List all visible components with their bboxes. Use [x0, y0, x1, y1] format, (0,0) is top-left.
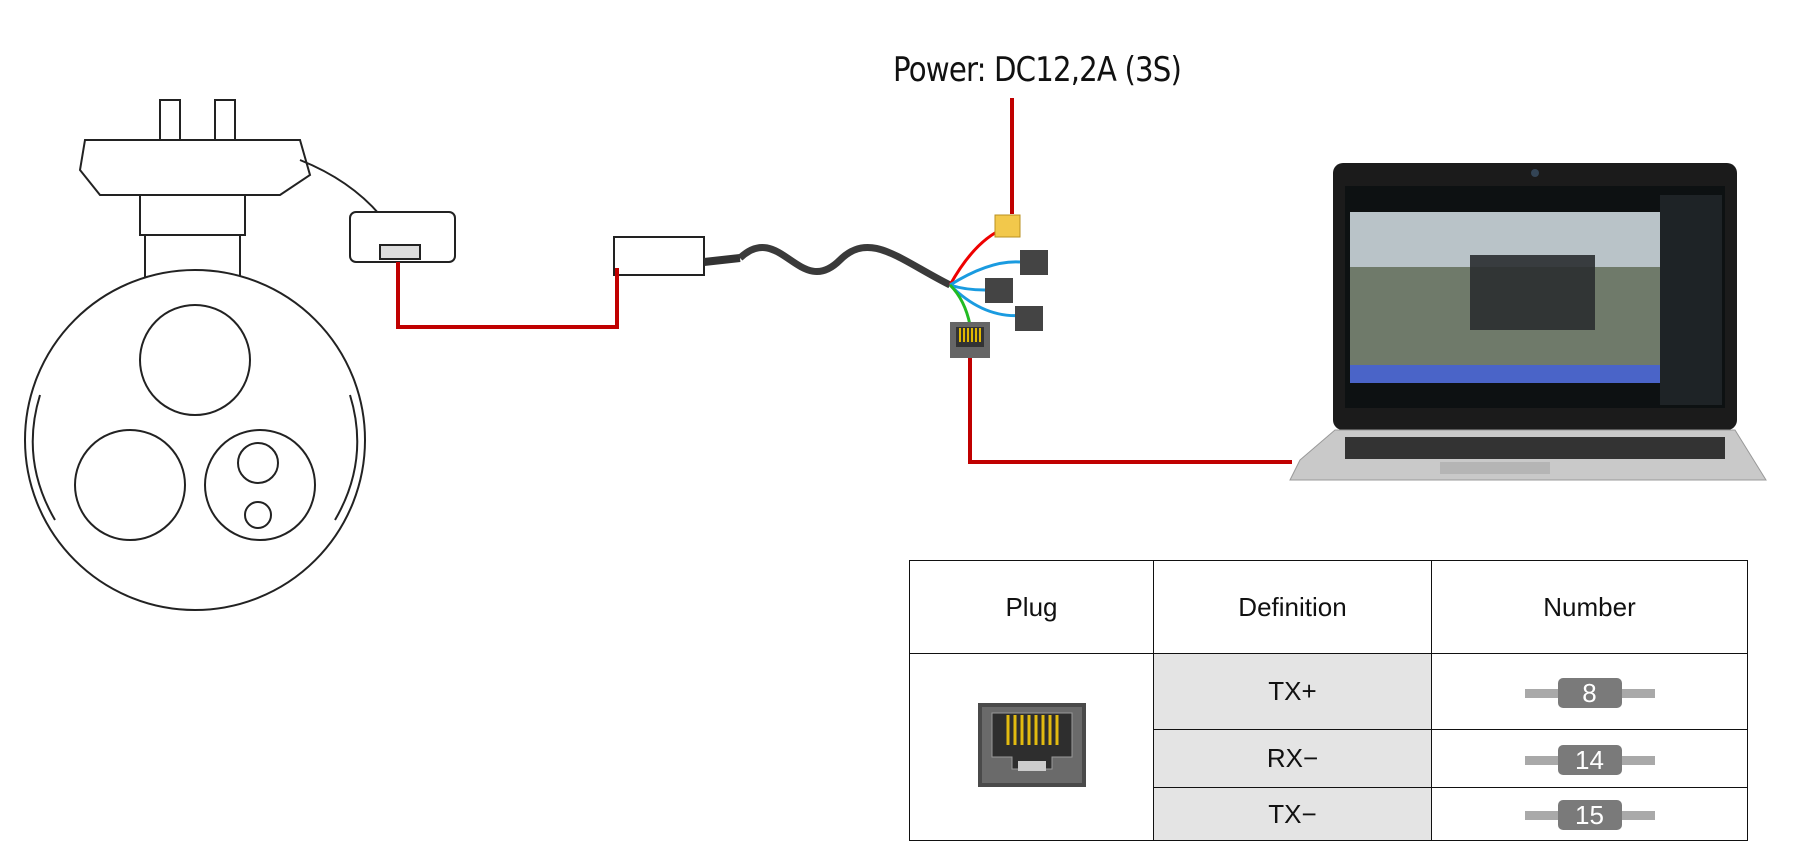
wire-connector [1020, 250, 1048, 275]
wire-harness [948, 226, 1026, 326]
table-header-row: Plug Definition Number [909, 560, 1748, 654]
power-label: Power: DC12,2A (3S) [893, 50, 1182, 90]
header-number: Number [1431, 560, 1748, 654]
pin-badge: 15 [1524, 800, 1655, 831]
pin-definition-table: Plug Definition Number TX+ 8 RX− 14 TX− … [909, 560, 1748, 841]
number-cell: 8 [1431, 653, 1748, 730]
definition-cell: TX+ [1153, 653, 1432, 730]
plug-cell [909, 653, 1154, 841]
definition-cell: RX− [1153, 729, 1432, 788]
gimbal-camera [24, 99, 381, 611]
ethernet-adapter [613, 236, 952, 289]
table-row: TX+ 8 [909, 653, 1748, 841]
pin-badge: 8 [1524, 677, 1655, 708]
cable-lines [396, 98, 1292, 464]
number-cell: 15 [1431, 787, 1748, 841]
wire-connector [985, 278, 1013, 303]
power-connector [994, 214, 1021, 238]
table-row: TX− 15 [910, 787, 1748, 841]
header-plug: Plug [909, 560, 1154, 654]
rj45-port-icon [950, 322, 990, 358]
interface-box [349, 211, 456, 263]
number-cell: 14 [1431, 729, 1748, 788]
wire-connector [1015, 306, 1043, 331]
pin-badge: 14 [1524, 744, 1655, 775]
table-row: RX− 14 [910, 729, 1748, 788]
header-definition: Definition [1153, 560, 1432, 654]
rj45-port-icon [977, 702, 1086, 787]
definition-cell: TX− [1153, 787, 1432, 841]
laptop [1289, 163, 1767, 481]
